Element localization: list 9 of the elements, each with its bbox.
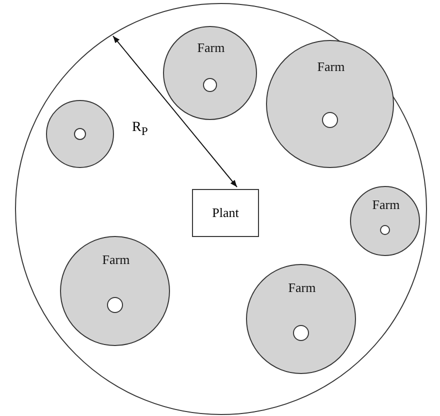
farm-label: Farm: [372, 196, 400, 213]
farm-label: Farm: [197, 40, 225, 56]
farm-label: Farm: [102, 252, 130, 268]
plant-box: [192, 189, 259, 237]
farm-label: Farm: [317, 58, 345, 75]
plant-label: Plant: [212, 205, 239, 221]
region-circle: [15, 3, 427, 415]
farm-label: Farm: [288, 280, 316, 296]
radius-label: R$_{P}$: [132, 120, 148, 138]
